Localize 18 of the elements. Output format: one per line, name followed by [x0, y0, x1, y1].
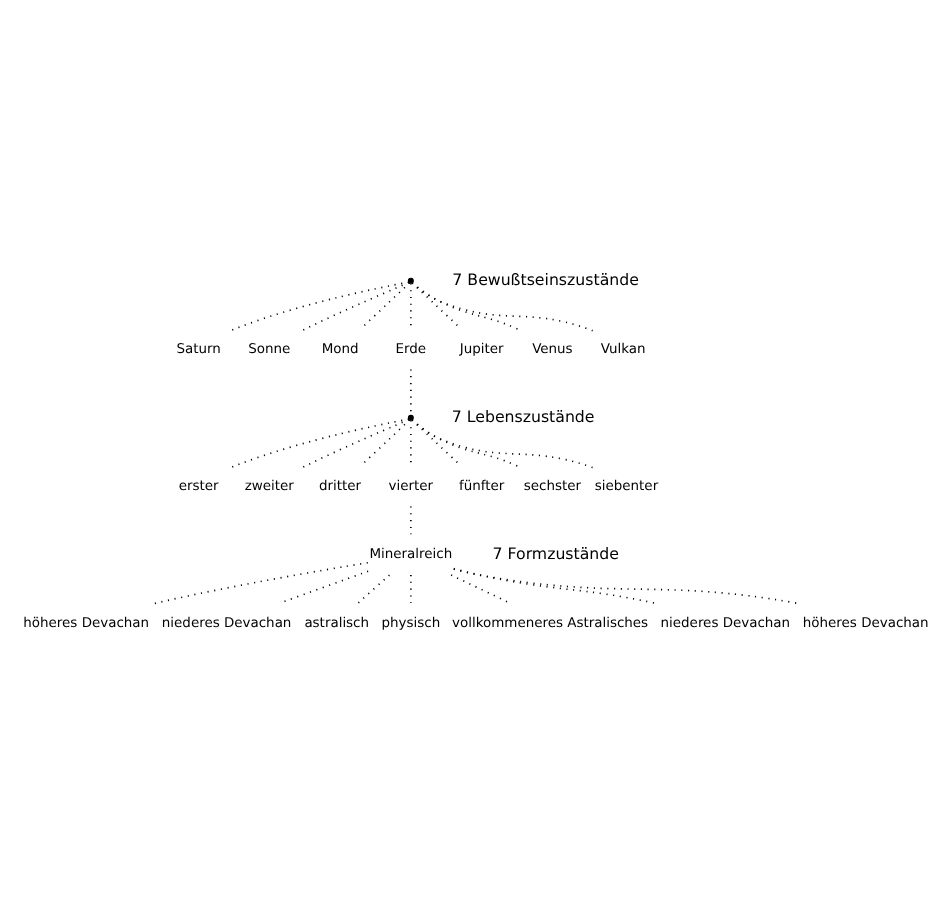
- connector: [299, 281, 410, 333]
- connector: [228, 418, 410, 470]
- connector: [411, 282, 594, 332]
- connector: [411, 419, 594, 469]
- connector: [279, 570, 369, 604]
- node-dot: [407, 277, 414, 284]
- connector: [410, 282, 412, 330]
- connector: [411, 282, 462, 330]
- connector: [411, 282, 523, 332]
- connector: [149, 561, 369, 606]
- connector: [450, 574, 511, 604]
- connector: [299, 418, 410, 470]
- connector: [359, 419, 411, 467]
- connector: [357, 574, 391, 604]
- connector: [359, 282, 411, 330]
- connector: [410, 368, 412, 416]
- connector: [228, 281, 410, 333]
- node-dot: [407, 414, 414, 421]
